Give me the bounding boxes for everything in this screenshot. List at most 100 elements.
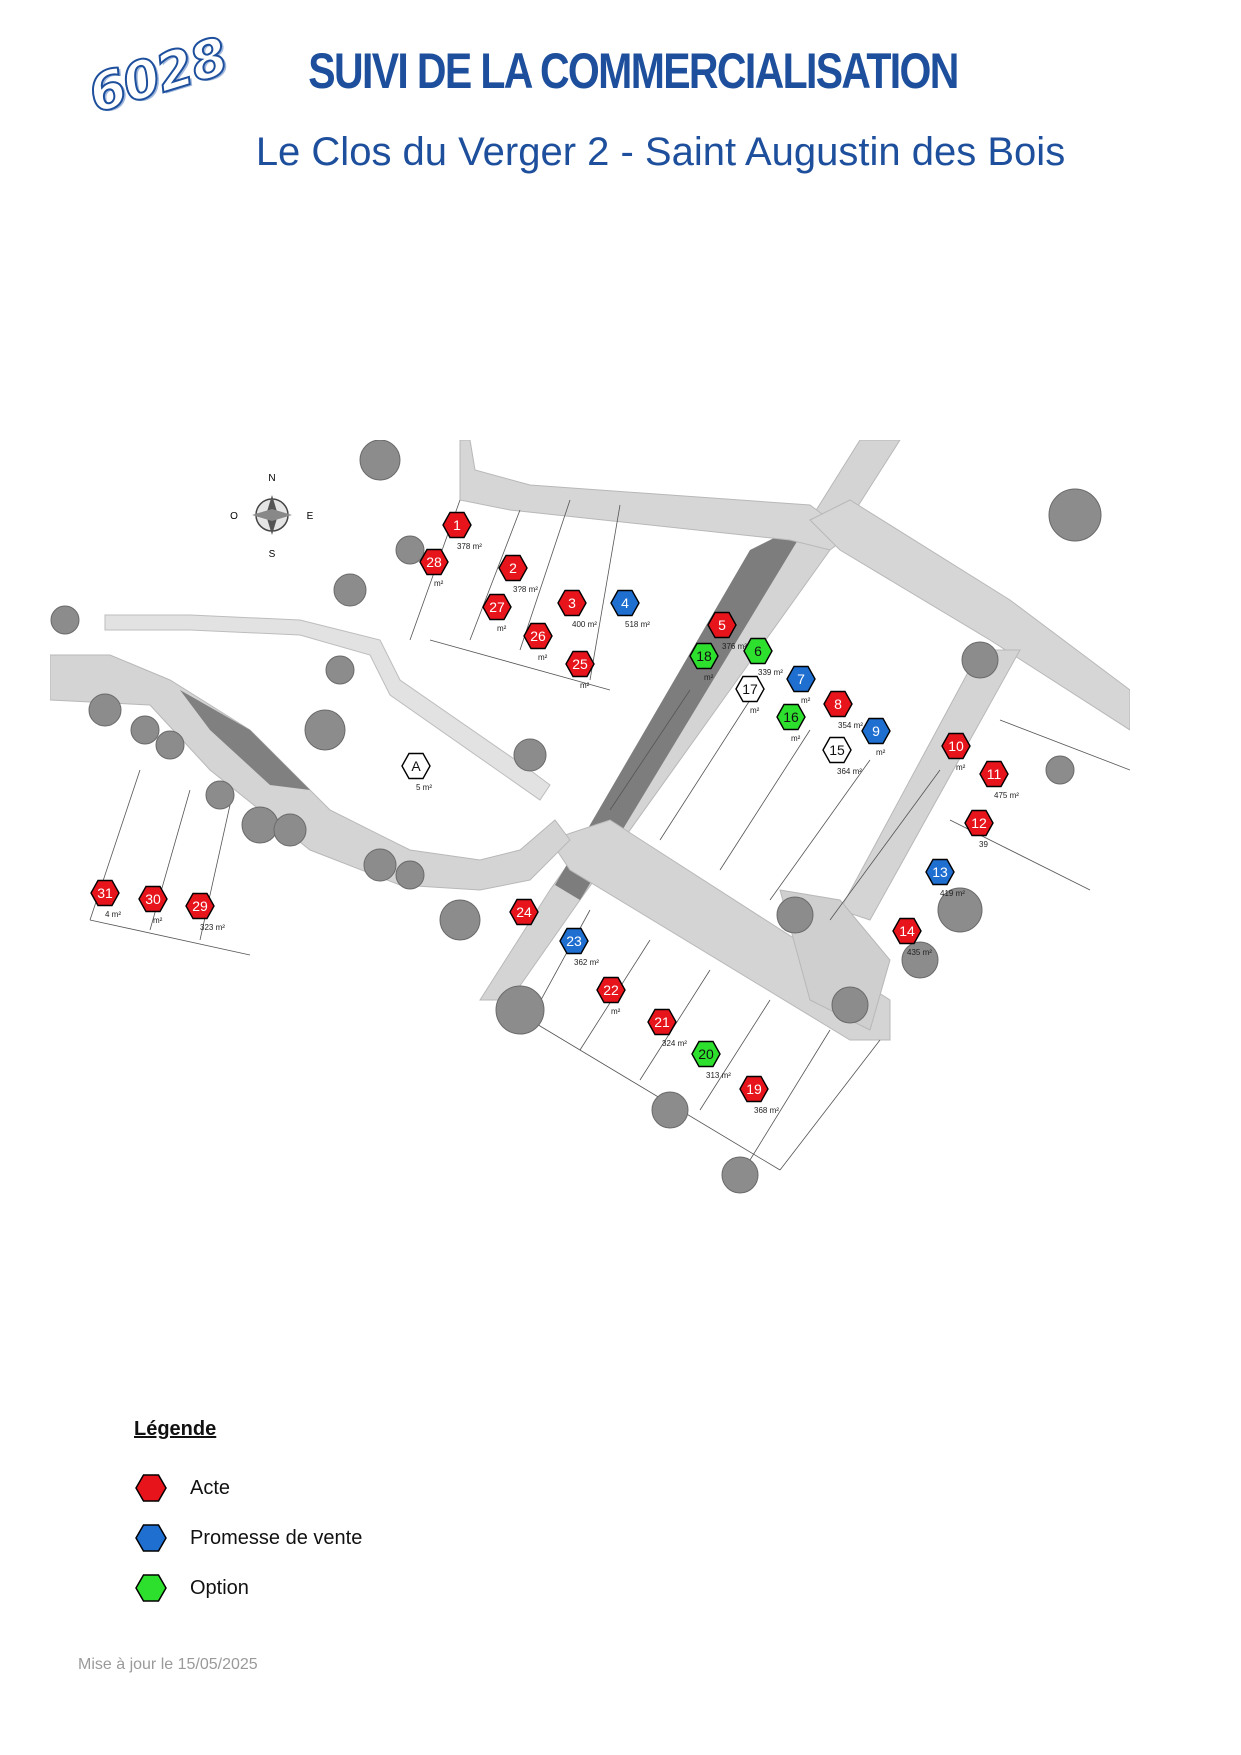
lot-area: 5 m² <box>416 783 432 792</box>
lot-hexagon-icon <box>979 760 1009 788</box>
lot-number: 14 <box>899 923 915 939</box>
lot-hexagon-icon <box>786 665 816 693</box>
last-update-date: Mise à jour le 15/05/2025 <box>78 1656 258 1673</box>
lot-number: 7 <box>797 671 805 687</box>
lot-area: 323 m² <box>200 923 225 932</box>
lot-boundaries <box>89 499 1130 1171</box>
main-road-shadow <box>555 520 810 900</box>
legend-item-promesse: Promesse de vente <box>134 1513 362 1563</box>
lot-area: 39 <box>979 840 988 849</box>
lot-hexagon-icon <box>523 622 553 650</box>
legend-item-option: Option <box>134 1563 362 1613</box>
lot-number: 28 <box>426 554 442 570</box>
lot-number: 6 <box>754 643 762 659</box>
lot-area: 3?8 m² <box>513 585 538 594</box>
lot-marker-29: 29 323 m² <box>185 892 225 932</box>
lot-area: 364 m² <box>837 767 862 776</box>
lot-number: 15 <box>829 742 845 758</box>
lot-area: m² <box>538 653 548 662</box>
lot-marker-6: 6 339 m² <box>743 637 783 677</box>
lot-marker-19: 19 368 m² <box>739 1075 779 1115</box>
lot-hexagon-icon <box>90 879 120 907</box>
lot-hexagon-icon <box>610 589 640 617</box>
lot-area: 4 m² <box>105 910 121 919</box>
lot-hexagon-icon <box>647 1008 677 1036</box>
lot-hexagon-icon <box>691 1040 721 1068</box>
compass-n: N <box>268 473 275 484</box>
left-curve-shadow <box>180 690 310 790</box>
lot-number: 16 <box>783 709 799 725</box>
lot-area: 400 m² <box>572 620 597 629</box>
compass-e: E <box>307 511 314 522</box>
lot-hexagon-icon <box>482 593 512 621</box>
lot-area: 376 m² <box>722 642 747 651</box>
lot-marker-9: 9m² <box>861 717 891 757</box>
lot-area: 368 m² <box>754 1106 779 1115</box>
lot-area: 378 m² <box>457 542 482 551</box>
lot-hexagon-icon <box>739 1075 769 1103</box>
lot-area: 354 m² <box>838 721 863 730</box>
lot-number: 29 <box>192 898 208 914</box>
lot-hexagon-icon <box>442 511 472 539</box>
lot-hexagon-icon <box>743 637 773 665</box>
lot-marker-5: 5 376 m² <box>707 611 747 651</box>
lot-area: m² <box>750 706 760 715</box>
lot-hexagon-icon <box>419 548 449 576</box>
lot-area: 362 m² <box>574 958 599 967</box>
lot-hexagon-icon <box>925 858 955 886</box>
lot-number: 19 <box>746 1081 762 1097</box>
lot-marker-12: 12 39 <box>964 809 994 849</box>
hexagon-icon <box>135 1524 167 1552</box>
lot-hexagon-icon <box>735 675 765 703</box>
lot-area: m² <box>580 681 590 690</box>
lot-number: 5 <box>718 617 726 633</box>
lot-number: 13 <box>932 864 948 880</box>
lot-marker-10: 10 m² <box>941 732 971 772</box>
footpath <box>104 614 551 801</box>
lot-number: A <box>411 758 421 774</box>
lot-marker-3: 3 400 m² <box>557 589 597 629</box>
lot-hexagon-icon <box>689 642 719 670</box>
lot-area: m² <box>956 763 966 772</box>
legend-item-acte: Acte <box>134 1463 362 1513</box>
compass-o: O <box>230 511 238 522</box>
lot-number: 4 <box>621 595 629 611</box>
lot-hexagon-icon <box>565 650 595 678</box>
lot-number: 27 <box>489 599 505 615</box>
lot-marker-15: 15 364 m² <box>822 736 862 776</box>
lot-number: 10 <box>948 738 964 754</box>
hexagon-icon <box>135 1474 167 1502</box>
lot-marker-26: 26 m² <box>523 622 553 662</box>
lot-hexagon-icon <box>559 927 589 955</box>
lot-number: 12 <box>971 815 987 831</box>
lot-area: 339 m² <box>758 668 783 677</box>
lot-hexagon-icon <box>892 917 922 945</box>
lot-hexagon-icon <box>509 898 539 926</box>
lot-number: 9 <box>872 723 880 739</box>
lot-area: m² <box>704 673 714 682</box>
lot-area: 324 m² <box>662 1039 687 1048</box>
lot-number: 24 <box>516 904 532 920</box>
lot-number: 8 <box>834 696 842 712</box>
lot-area: 475 m² <box>994 791 1019 800</box>
right-road <box>839 649 1021 921</box>
hexagon-icon <box>135 1574 167 1602</box>
lot-number: 26 <box>530 628 546 644</box>
lot-number: 3 <box>568 595 576 611</box>
lot-hexagon-icon <box>861 717 891 745</box>
legend-label-promesse: Promesse de vente <box>190 1526 363 1549</box>
lot-hexagon-icon <box>776 703 806 731</box>
lot-hexagon-icon <box>822 736 852 764</box>
lot-marker-8: 8 354 m² <box>823 690 863 730</box>
trees <box>50 440 1102 1194</box>
